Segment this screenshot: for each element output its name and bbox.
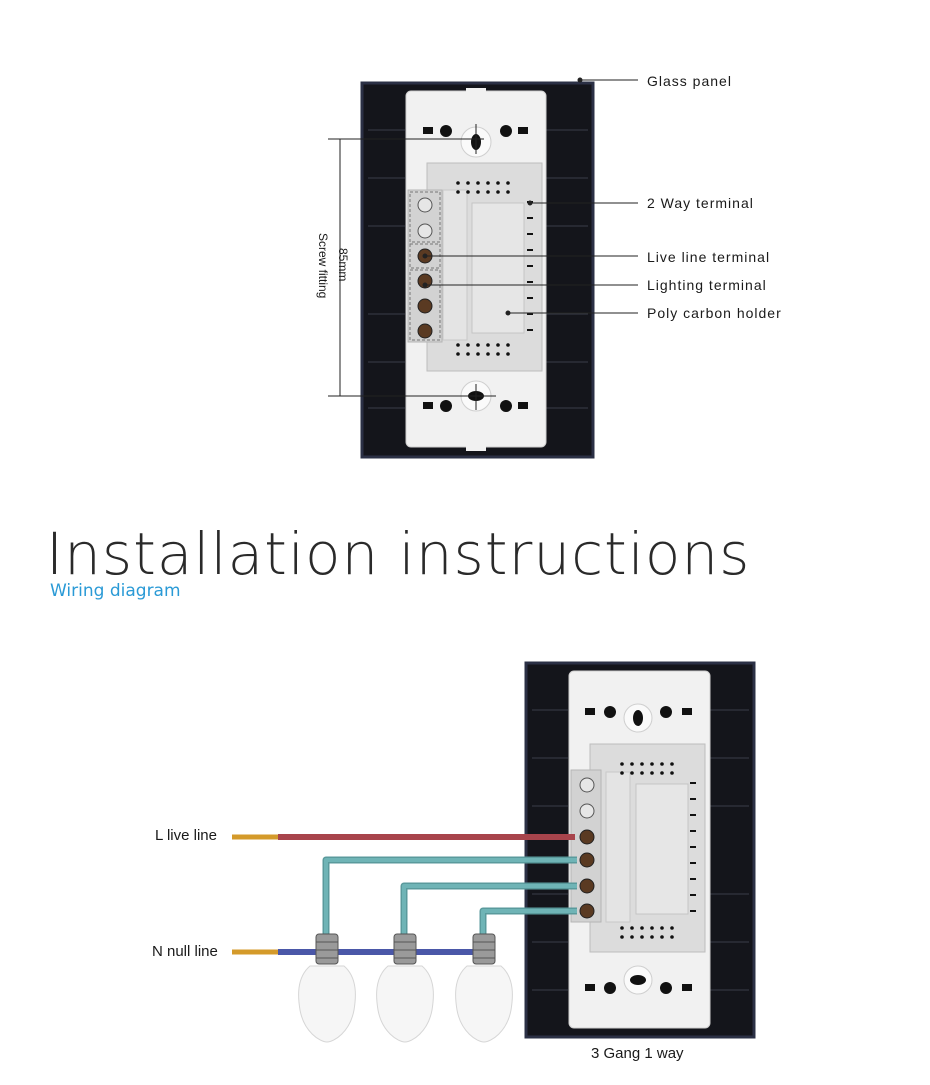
dimension-lines: [328, 124, 496, 410]
light-bulb-icon: [298, 933, 356, 1043]
wiring-terminals: [579, 829, 595, 919]
callout-lines: [422, 77, 638, 316]
label-live-line: L live line: [155, 827, 217, 844]
page-title: Installation instructions: [46, 520, 751, 588]
poly-carbon-holder: [426, 162, 543, 372]
label-glass-panel: Glass panel: [647, 73, 732, 89]
label-live-line-terminal: Live line terminal: [647, 249, 771, 265]
terminal-block: [407, 189, 443, 343]
wires: [232, 834, 577, 955]
label-poly-carbon-holder: Poly carbon holder: [647, 305, 782, 321]
label-3-gang-1-way: 3 Gang 1 way: [591, 1045, 684, 1062]
wiring-glass-panel: [524, 661, 756, 1039]
page-subtitle: Wiring diagram: [50, 581, 181, 601]
light-bulb-icon: [376, 933, 434, 1043]
label-2-way-terminal: 2 Way terminal: [647, 195, 754, 211]
label-lighting-terminal: Lighting terminal: [647, 277, 767, 293]
light-bulb-icon: [455, 933, 513, 1043]
label-null-line: N null line: [152, 943, 218, 960]
